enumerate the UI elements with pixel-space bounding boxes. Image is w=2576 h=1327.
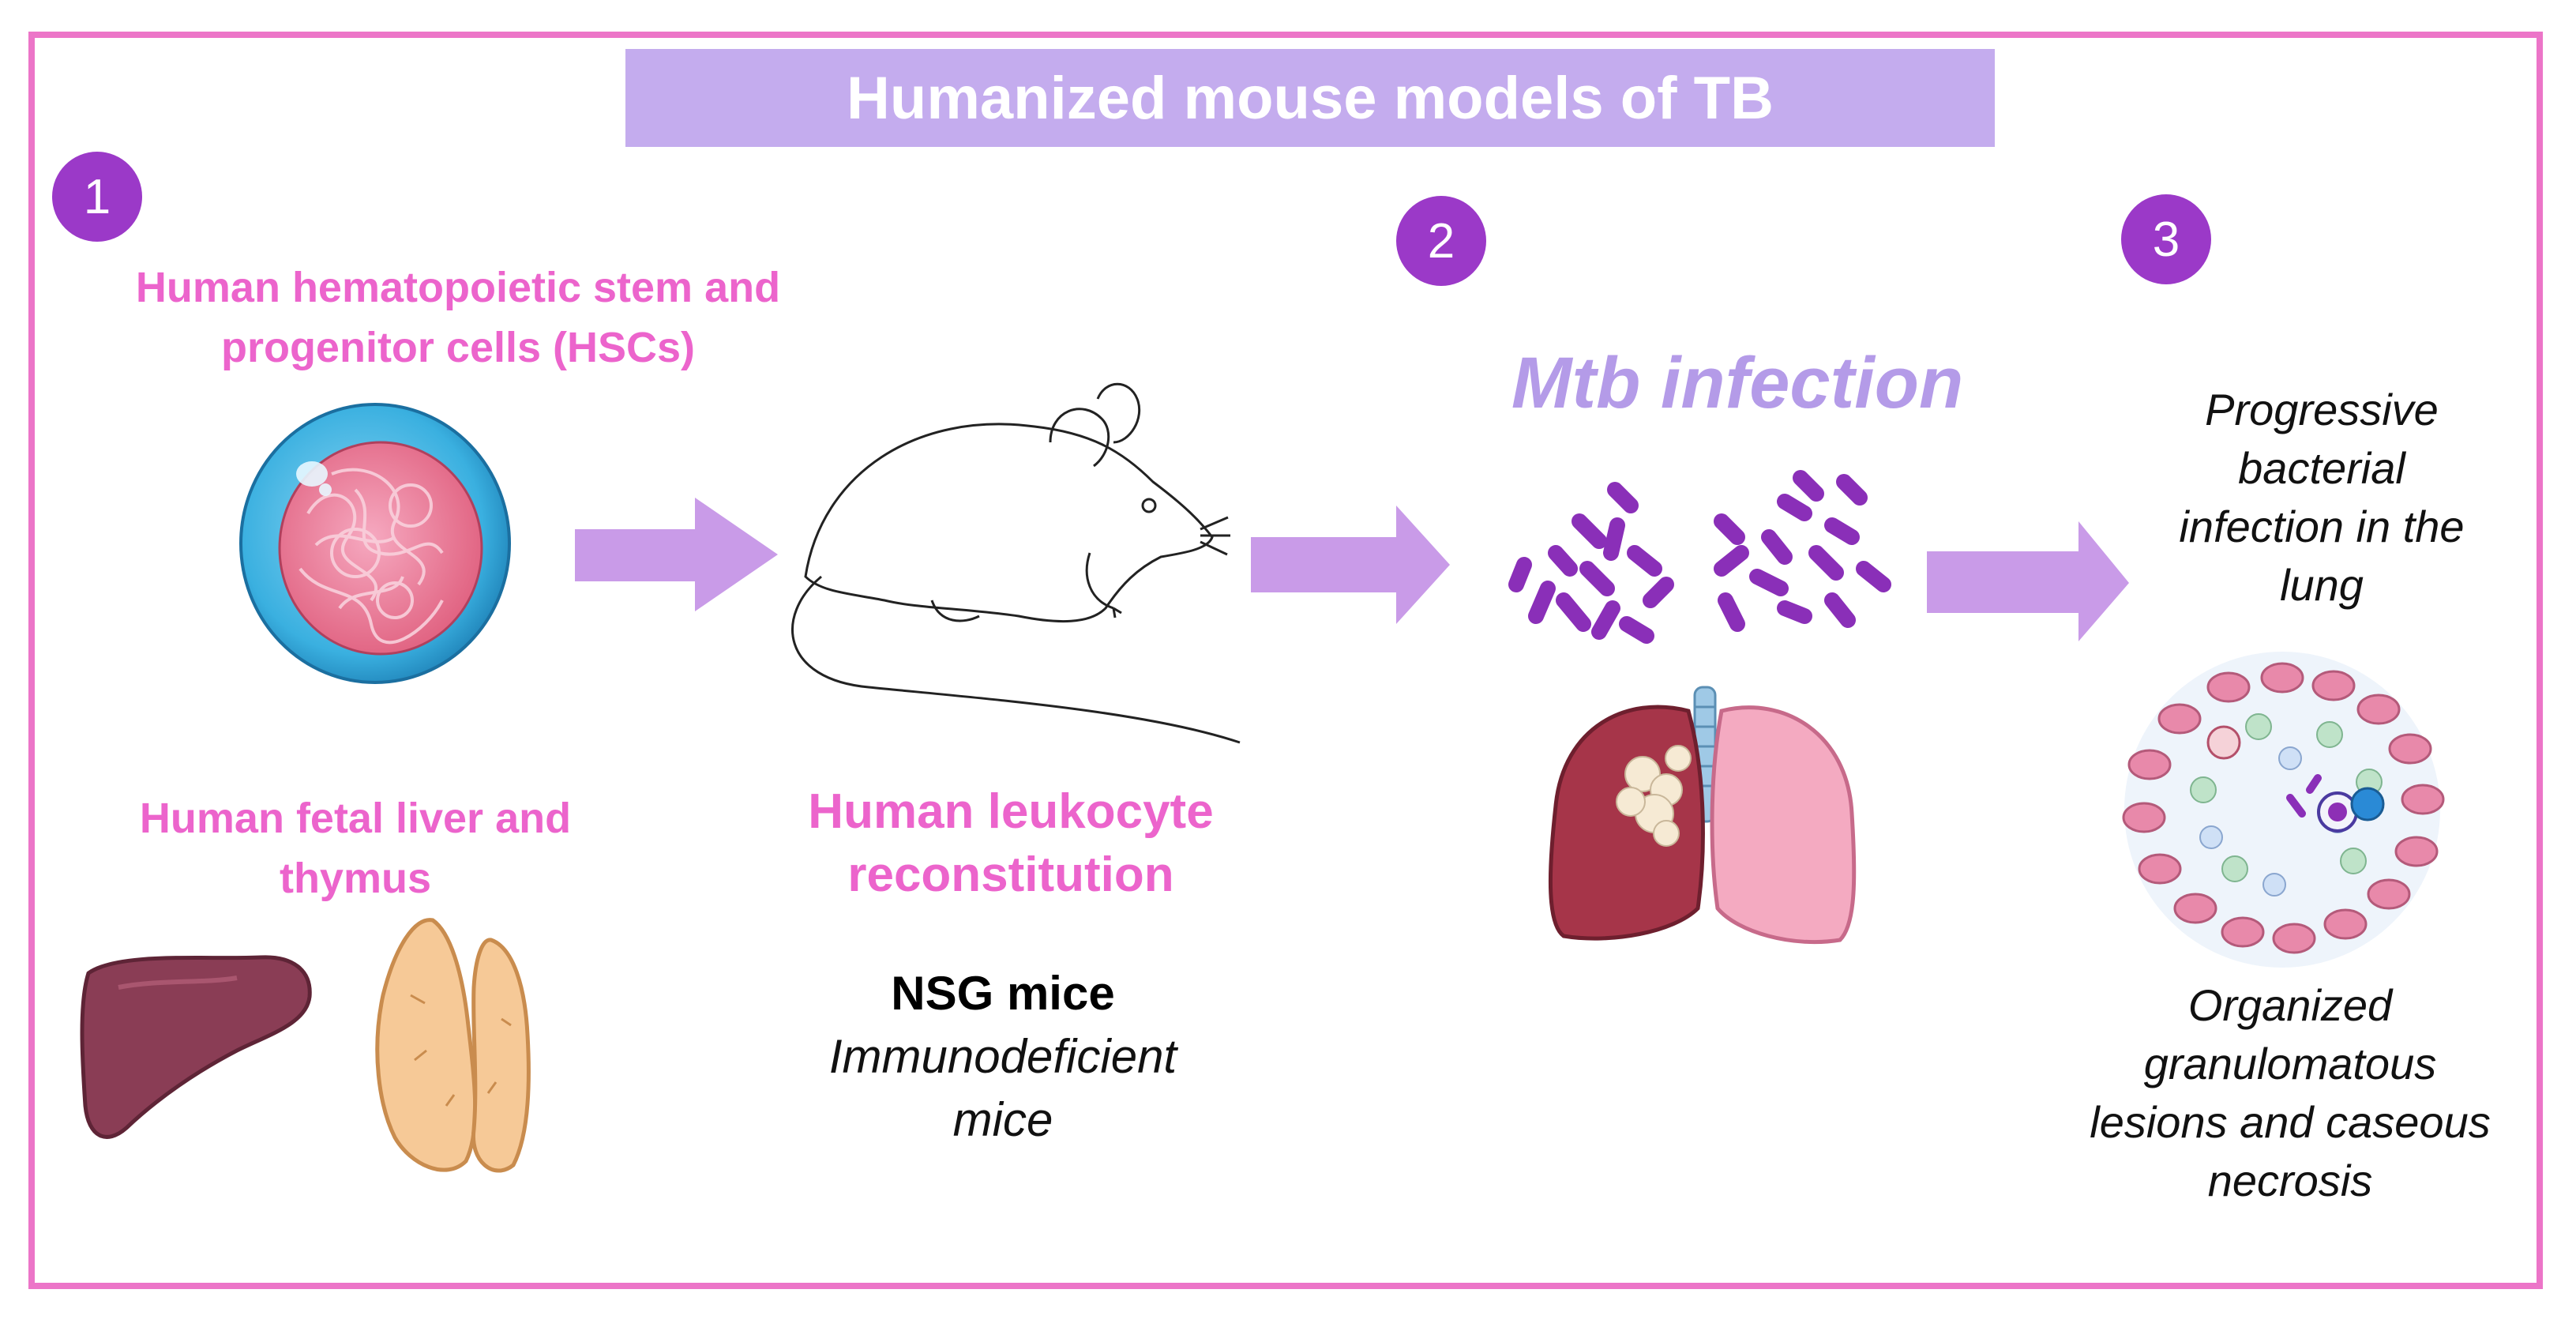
leukocyte-label-line2: reconstitution [847,848,1174,902]
nsg-sub1: Immunodeficient [828,1030,1177,1083]
page-title: Humanized mouse models of TB [847,64,1774,132]
lungs-icon [1548,686,1857,945]
title-banner: Humanized mouse models of TB [625,49,1995,147]
step-badge-2: 2 [1396,196,1486,286]
organized-label: Organized granulomatous lesions and case… [2045,976,2535,1210]
nsg-label: NSG mice Immunodeficient mice [758,962,1248,1152]
organized-line3: lesions and caseous [2090,1097,2491,1147]
organized-line4: necrosis [2207,1156,2373,1205]
progressive-line1: Progressive [2205,385,2439,434]
bacteria-icon [1714,470,1891,632]
hsc-label-line2: progenitor cells (HSCs) [220,324,696,371]
fetal-label: Human fetal liver and thymus [79,788,632,908]
fetal-label-line1: Human fetal liver and [139,795,572,842]
arrow-right-icon [1251,506,1450,624]
liver-icon [80,955,312,1139]
nsg-title: NSG mice [891,967,1115,1020]
step-badge-3: 3 [2121,194,2211,284]
arrow-right-icon [575,498,778,611]
granuloma-icon [2122,652,2445,968]
organized-line2: granulomatous [2143,1039,2437,1088]
thymus-icon [375,918,531,1173]
leukocyte-label: Human leukocyte reconstitution [727,780,1295,907]
hsc-label: Human hematopoietic stem and progenitor … [63,258,853,378]
arrow-right-icon [1927,521,2129,641]
leukocyte-label-line1: Human leukocyte [808,784,1214,839]
hsc-label-line1: Human hematopoietic stem and [135,264,781,311]
fetal-label-line2: thymus [279,855,432,902]
nsg-sub2: mice [952,1093,1053,1146]
step-badge-1: 1 [52,152,142,242]
mouse-icon [791,382,1241,744]
progressive-label: Progressive bacterial infection in the l… [2132,381,2511,615]
progressive-line2: bacterial [2238,443,2405,493]
mtb-infection-label: Mtb infection [1511,343,1964,423]
diagram-frame [28,32,2543,1289]
bacteria-icon [1508,482,1674,644]
progressive-line4: lung [2280,560,2364,610]
progressive-line3: infection in the [2179,502,2465,551]
organized-line1: Organized [2187,980,2393,1030]
stem-cell-icon [239,403,511,684]
